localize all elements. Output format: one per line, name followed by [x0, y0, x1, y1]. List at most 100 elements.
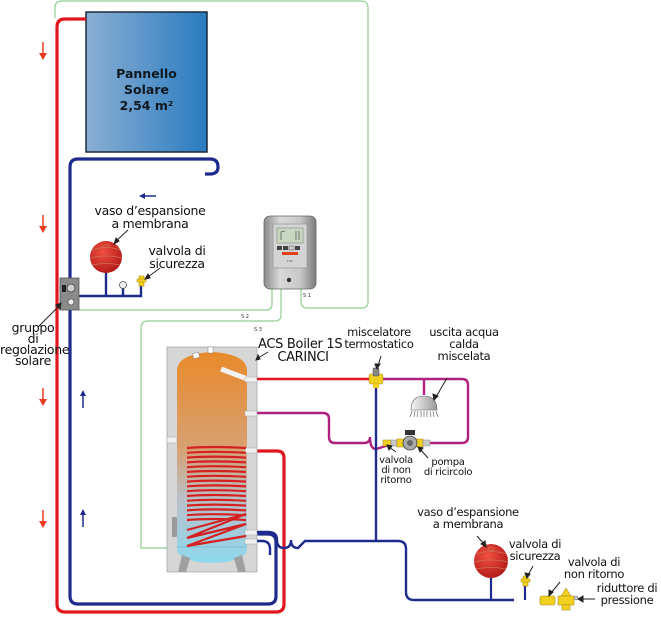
sensor-wire-gruppo	[78, 289, 273, 311]
flow-arrow-up-icon	[80, 509, 86, 527]
solar-controller: TDC	[263, 215, 317, 290]
label-line: sicurezza	[509, 549, 561, 563]
flow-arrow-down-icon	[39, 215, 47, 233]
label-line: calda	[449, 337, 479, 351]
label-mixed-hot-outlet: uscita acqua calda miscelata	[424, 326, 504, 362]
label-line: miscelata	[437, 349, 491, 363]
solar-panel-area: 2,54 m²	[119, 98, 174, 113]
dhw-mixed-pipe	[380, 377, 470, 445]
coil-loop	[186, 450, 247, 454]
flow-arrows-hot	[39, 42, 47, 528]
sensor-label-s2: S 2	[241, 314, 249, 320]
label-recirculation-pump: pompa di ricircolo	[420, 458, 476, 478]
label-safety-valve-dhw: valvola di sicurezza	[504, 538, 566, 562]
label-safety-valve-solar: valvola di sicurezza	[146, 244, 208, 270]
flow-arrow-down-icon	[39, 388, 47, 406]
label-line: pompa	[431, 457, 465, 468]
label-expansion-vessel-dhw: vaso d’espansione a membrana	[412, 506, 524, 530]
coil-loop	[186, 474, 247, 478]
expansion-vessel-solar	[89, 241, 123, 273]
label-line: riduttore di	[596, 581, 658, 595]
coil-loop	[186, 445, 247, 450]
solar-panel-label: Pannello Solare 2,54 m²	[86, 66, 207, 114]
coil-loop	[186, 484, 247, 488]
label-line: valvola di	[567, 555, 621, 569]
label-line: valvola di	[508, 537, 562, 551]
label-line: di non	[381, 465, 411, 476]
label-line: a membrana	[111, 216, 189, 231]
coil-loop	[186, 469, 247, 474]
flow-arrow-down-icon	[39, 510, 47, 528]
coil-loop	[186, 489, 247, 493]
safety-valve-solar	[136, 275, 147, 287]
solar-hot-pipe	[55, 17, 286, 614]
label-boiler: ACS Boiler 1S CARINCI	[258, 337, 343, 365]
flow-arrows-cold	[80, 193, 156, 527]
heat-exchanger-coil	[186, 445, 247, 548]
coil-loop	[186, 479, 247, 483]
coil-loop	[186, 517, 247, 522]
label-line: non ritorno	[563, 567, 625, 581]
flow-arrow-up-icon	[80, 390, 86, 408]
label-thermostatic-mixer: miscelatore termostatico	[344, 326, 414, 350]
shower-head	[409, 395, 439, 418]
coil-return	[186, 512, 247, 548]
recirculation-pump	[396, 430, 431, 451]
solar-branch-pipe	[70, 272, 143, 298]
check-valve-inlet	[539, 595, 556, 606]
solar-panel	[85, 11, 208, 153]
solar-station	[59, 277, 80, 311]
sensor-label-s3: S 3	[254, 327, 262, 333]
coil-loop	[186, 493, 247, 498]
dhw-cold-inlet	[257, 539, 272, 555]
label-line: pressione	[600, 593, 654, 607]
label-check-valve-inlet: valvola di non ritorno	[560, 556, 628, 580]
thermostatic-mixer	[368, 367, 384, 388]
coil-loop	[186, 498, 247, 502]
coil-loop	[186, 508, 247, 512]
label-line: regolazione	[0, 342, 70, 357]
annotation-arrows	[37, 229, 595, 603]
label-check-valve-recirculation: valvola di non ritorno	[374, 456, 418, 486]
controller-model: TDC	[286, 259, 293, 263]
label-pressure-reducer: riduttore di pressione	[594, 582, 660, 606]
label-expansion-vessel-solar: vaso d’espansione a membrana	[92, 204, 208, 230]
sensor-wire-s3	[140, 289, 282, 549]
label-line: termostatico	[344, 337, 414, 351]
expansion-vessel-dhw	[473, 544, 509, 578]
label-line: di ricircolo	[423, 467, 473, 478]
sensor-wire-s1	[54, 0, 369, 309]
coil-loop	[186, 455, 247, 459]
flow-arrow-down-icon	[39, 42, 47, 60]
label-line: ACS Boiler 1S	[258, 337, 343, 352]
label-line: solare	[14, 353, 52, 368]
label-line: uscita acqua	[429, 325, 499, 339]
recirculation-pipe	[257, 411, 397, 451]
flow-arrow-left-icon	[139, 193, 156, 199]
label-line: valvola	[379, 455, 413, 466]
coil-loop	[186, 503, 247, 507]
coil-loop	[186, 465, 247, 469]
dhw-cold-pipe	[257, 383, 514, 602]
coil-loop	[186, 513, 247, 517]
label-line: gruppo	[11, 320, 55, 335]
sensor-wires	[54, 0, 369, 549]
label-line: CARINCI	[277, 350, 329, 365]
label-line: a membrana	[432, 517, 504, 531]
label-line: valvola di	[148, 243, 206, 258]
safety-valve-dhw	[520, 575, 531, 587]
label-line: vaso d’espansione	[417, 505, 519, 519]
label-line: sicurezza	[149, 256, 205, 271]
dhw-branch-pipe	[489, 578, 527, 600]
label-line: ritorno	[380, 475, 412, 486]
label-line: miscelatore	[347, 325, 411, 339]
pressure-gauge	[119, 281, 127, 289]
pressure-reducer	[557, 587, 579, 611]
label-line: vaso d’espansione	[94, 203, 206, 218]
solar-panel-name-line1: Pannello	[116, 66, 177, 81]
label-line: di	[27, 331, 39, 346]
boiler-tank	[166, 346, 258, 573]
coil-loop	[186, 460, 247, 464]
solar-panel-name-line2: Solare	[124, 82, 169, 97]
